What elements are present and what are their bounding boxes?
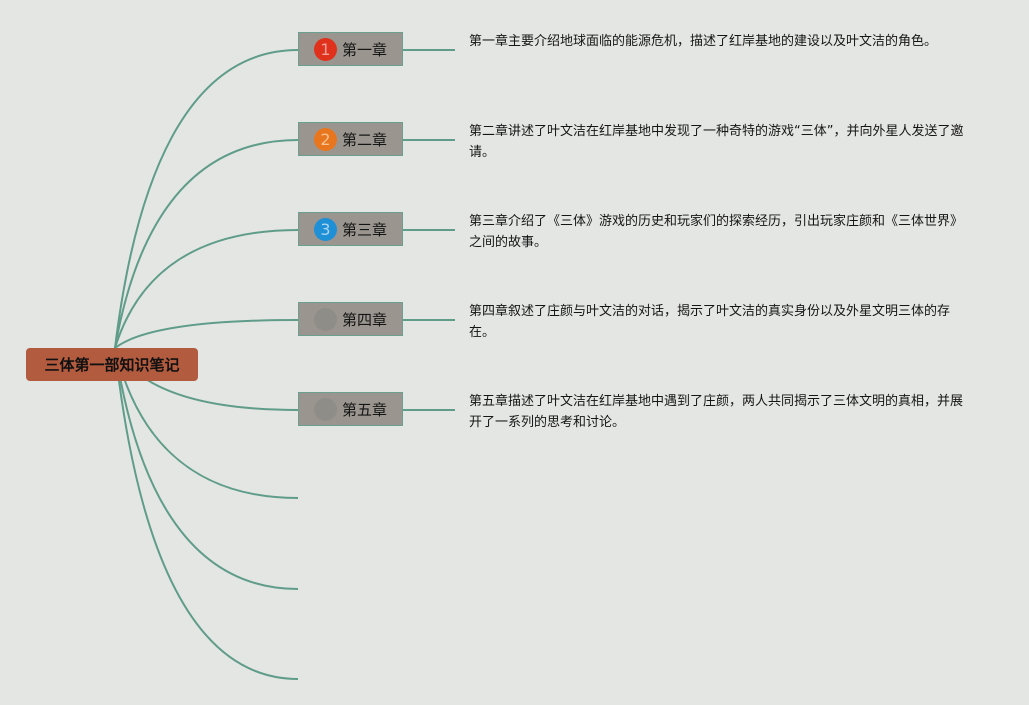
chapter-title: 第四章 <box>342 310 388 329</box>
chapter-title: 第五章 <box>342 400 388 419</box>
chapter-description-5: 第五章描述了叶文洁在红岸基地中遇到了庄颜，两人共同揭示了三体文明的真相，并展开了… <box>469 394 964 430</box>
branch-connector <box>114 319 299 349</box>
root-title: 三体第一部知识笔记 <box>44 356 180 374</box>
chapter-title: 第一章 <box>342 40 388 59</box>
chapter-title: 第三章 <box>342 220 388 239</box>
chapter-description-4: 第四章叙述了庄颜与叶文洁的对话，揭示了叶文洁的真实身份以及外星文明三体的存在。 <box>469 304 951 340</box>
chapter-node-5[interactable]: 第五章 <box>298 392 403 426</box>
chapter-description-3: 第三章介绍了《三体》游戏的历史和玩家们的探索经历，引出玩家庄颜和《三体世界》之间… <box>469 214 964 250</box>
chapter-description-2: 第二章讲述了叶文洁在红岸基地中发现了一种奇特的游戏“三体”，并向外星人发送了邀请… <box>469 124 964 160</box>
chapter-node-2[interactable]: 2 第二章 <box>298 122 403 156</box>
number-badge-icon: 2 <box>314 127 337 151</box>
chapter-node-3[interactable]: 3 第三章 <box>298 212 403 246</box>
chapter-description-1: 第一章主要介绍地球面临的能源危机，描述了红岸基地的建设以及叶文洁的角色。 <box>469 34 938 49</box>
chapter-node-4[interactable]: 第四章 <box>298 302 403 336</box>
number-badge-icon: 3 <box>314 217 337 241</box>
number-badge-icon: 1 <box>314 37 337 61</box>
chapter-title: 第二章 <box>342 130 388 149</box>
number-badge-icon <box>314 307 337 331</box>
number-badge-icon <box>314 397 337 421</box>
root-node[interactable]: 三体第一部知识笔记 <box>26 348 198 381</box>
branch-connector <box>114 139 299 349</box>
branch-connector <box>114 229 299 349</box>
chapter-node-1[interactable]: 1 第一章 <box>298 32 403 66</box>
branch-connector <box>114 49 299 349</box>
branch-connector <box>114 347 299 590</box>
branch-connector <box>114 347 299 680</box>
